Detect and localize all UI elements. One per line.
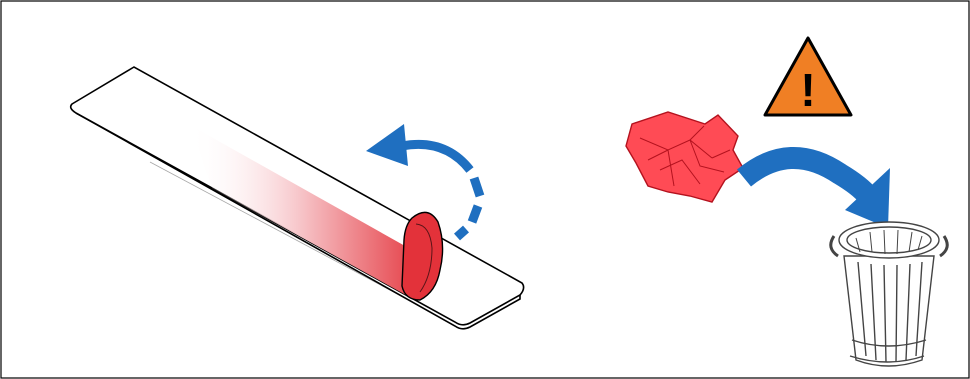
crumpled-paper-icon (625, 111, 744, 203)
curved-arrow-icon (366, 124, 485, 241)
backing-film (190, 125, 430, 300)
curved-arrow-icon (736, 146, 890, 228)
trash-can-icon (829, 221, 949, 367)
warning-glyph: ! (800, 64, 815, 116)
warning-triangle-icon: ! (763, 36, 853, 117)
peeled-film-corner (401, 211, 444, 301)
adhesive-strip (69, 66, 525, 330)
